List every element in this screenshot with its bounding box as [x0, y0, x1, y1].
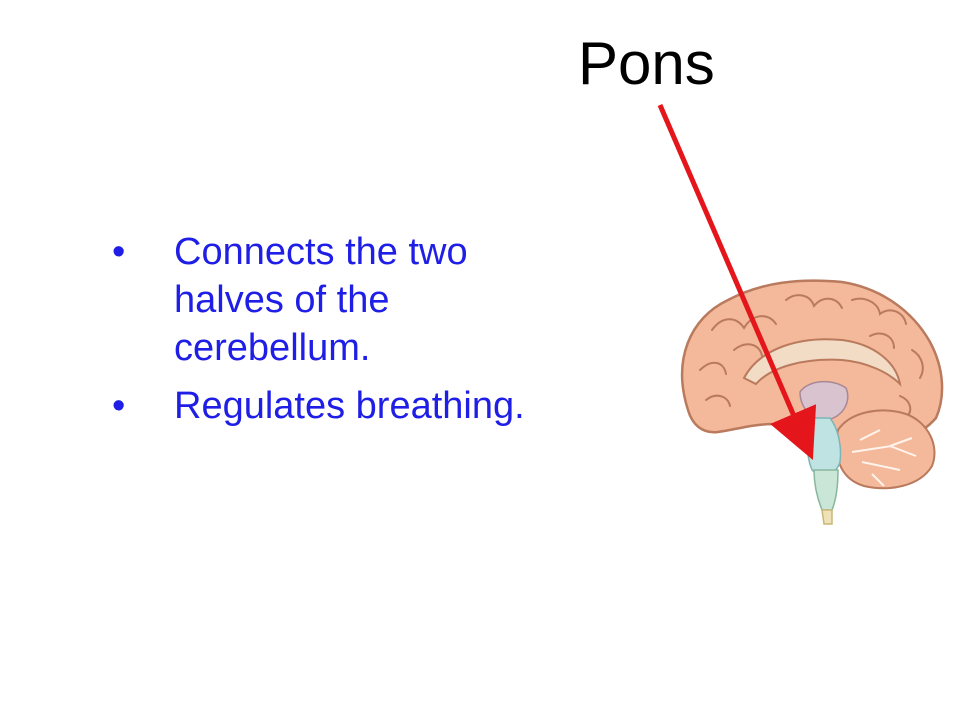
- bullet-text: Regulates breathing.: [174, 385, 525, 427]
- bullet-dot: •: [112, 231, 126, 273]
- bullet-dot: •: [112, 385, 126, 427]
- bullet-text: Connects the two halves of the cerebellu…: [174, 231, 468, 369]
- cerebellum: [835, 409, 936, 490]
- spinal-cord: [821, 509, 833, 525]
- pons: [806, 417, 842, 476]
- bullet-item: • Regulates breathing.: [112, 382, 672, 430]
- slide-title: Pons: [578, 30, 715, 97]
- pointer-arrow: [657, 104, 817, 460]
- bullet-item: • Connects the two halves of the cerebel…: [112, 228, 672, 372]
- corpus-callosum: [742, 338, 902, 387]
- brain-illustration: [680, 279, 944, 525]
- medulla: [813, 469, 839, 511]
- gyri-lines: [699, 294, 924, 419]
- bullet-list: • Connects the two halves of the cerebel…: [112, 228, 672, 440]
